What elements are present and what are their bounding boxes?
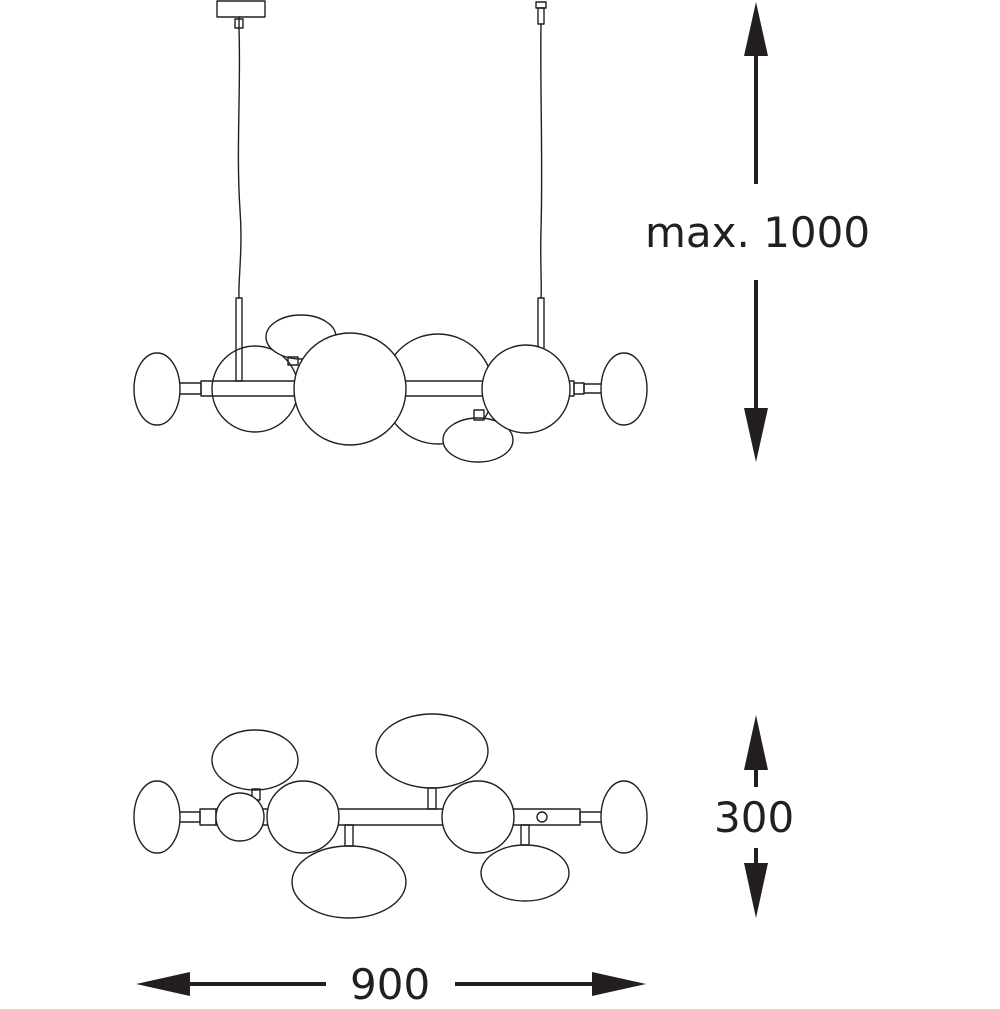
cable-grip-left: [234, 18, 244, 29]
glass-shade-oval: [291, 845, 407, 919]
dimension-arrow-depth: [744, 715, 768, 918]
side-arm-right: [583, 383, 603, 394]
dimension-label-height: max. 1000: [645, 208, 871, 257]
cable-holder-right-top: [535, 1, 547, 9]
side-arm-left: [178, 811, 201, 823]
glass-globe: [441, 780, 515, 854]
glass-globe: [481, 344, 571, 434]
top-view: [133, 713, 648, 919]
side-arm-right: [579, 811, 603, 823]
glass-globe: [293, 332, 407, 446]
suspension-cable-left: [237, 16, 242, 299]
glass-shade-end: [133, 780, 181, 854]
shade-holder: [287, 356, 299, 366]
glass-shade-oval: [211, 729, 299, 791]
side-arm-left: [177, 382, 202, 395]
glass-shade-oval: [442, 417, 514, 463]
dimension-arrow-width: [136, 972, 646, 996]
shade-holder: [520, 824, 530, 846]
shade-holder: [344, 824, 354, 847]
dimension-label-depth: 300: [714, 793, 795, 842]
glass-shade-end: [600, 352, 648, 426]
glass-shade-end: [600, 780, 648, 854]
glass-globe: [266, 780, 340, 854]
shade-holder: [427, 787, 437, 810]
glass-shade-end: [133, 352, 181, 426]
cable-holder-right: [537, 7, 545, 25]
shade-holder: [473, 409, 485, 421]
dimension-arrow-height: [744, 2, 768, 462]
arrow-up-icon: [744, 2, 768, 56]
arrow-left-icon: [136, 972, 190, 996]
glass-globe: [215, 792, 265, 842]
arrow-down-icon: [744, 863, 768, 918]
dimension-label-width: 900: [350, 960, 431, 1009]
glass-shade-oval: [480, 844, 570, 902]
glass-globe: [211, 345, 299, 433]
cable-entry-point: [536, 811, 548, 823]
ceiling-canopy: [216, 0, 266, 18]
arrow-right-icon: [592, 972, 646, 996]
arrow-up-icon: [744, 715, 768, 770]
suspension-cable-right: [540, 23, 543, 299]
side-arm-right-collar: [573, 382, 585, 395]
front-view: [133, 0, 648, 463]
glass-shade-oval: [375, 713, 489, 789]
suspension-rod-left: [235, 297, 243, 382]
arrow-down-icon: [744, 408, 768, 462]
side-arm-left-collar: [199, 808, 217, 826]
